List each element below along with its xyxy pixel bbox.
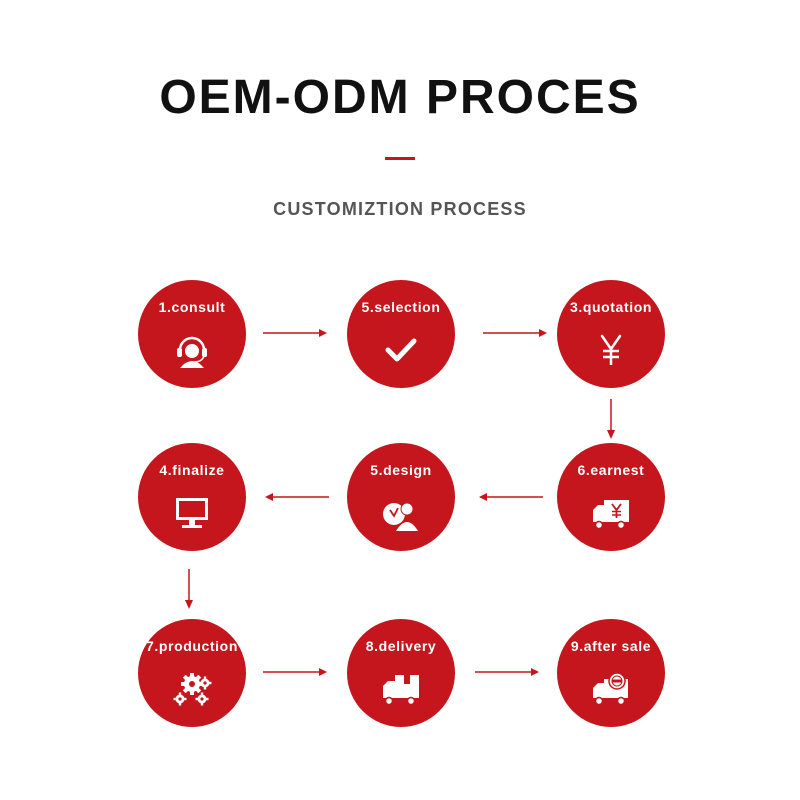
checkmark-icon [381, 332, 421, 368]
step-earnest: 6.earnest [557, 443, 665, 551]
arrow-down [183, 568, 195, 610]
step-label: 5.design [370, 462, 432, 478]
step-selection: 5.selection [347, 280, 455, 388]
arrow-right [262, 327, 328, 339]
step-label: 4.finalize [159, 462, 225, 478]
delivery-truck-icon [381, 671, 421, 707]
step-label: 5.selection [361, 299, 441, 315]
step-consult: 1.consult [138, 280, 246, 388]
customer-service-headset-icon [172, 332, 212, 368]
monitor-icon [172, 495, 212, 531]
step-label: 3.quotation [569, 299, 653, 315]
title-divider [385, 157, 415, 160]
page-subtitle: CUSTOMIZTION PROCESS [273, 199, 527, 219]
step-label: 9.after sale [570, 638, 652, 654]
step-production: 7.production [138, 619, 246, 727]
page-title: OEM-ODM PROCES [159, 71, 641, 124]
gears-icon [172, 671, 212, 707]
step-label: 6.earnest [577, 462, 645, 478]
arrow-right [482, 327, 548, 339]
arrow-left [264, 491, 330, 503]
step-delivery: 8.delivery [347, 619, 455, 727]
yen-icon [591, 332, 631, 368]
step-design: 5.design [347, 443, 455, 551]
arrow-left [478, 491, 544, 503]
step-label: 1.consult [158, 299, 226, 315]
arrow-right [474, 666, 540, 678]
designer-person-icon [381, 495, 421, 531]
step-label: 7.production [146, 638, 238, 654]
delivery-truck-yen-icon [591, 495, 631, 531]
arrow-right [262, 666, 328, 678]
step-label: 8.delivery [365, 638, 437, 654]
arrow-down [605, 398, 617, 440]
truck-stamp-icon [591, 671, 631, 707]
step-quotation: 3.quotation [557, 280, 665, 388]
step-after-sale: 9.after sale [557, 619, 665, 727]
step-finalize: 4.finalize [138, 443, 246, 551]
